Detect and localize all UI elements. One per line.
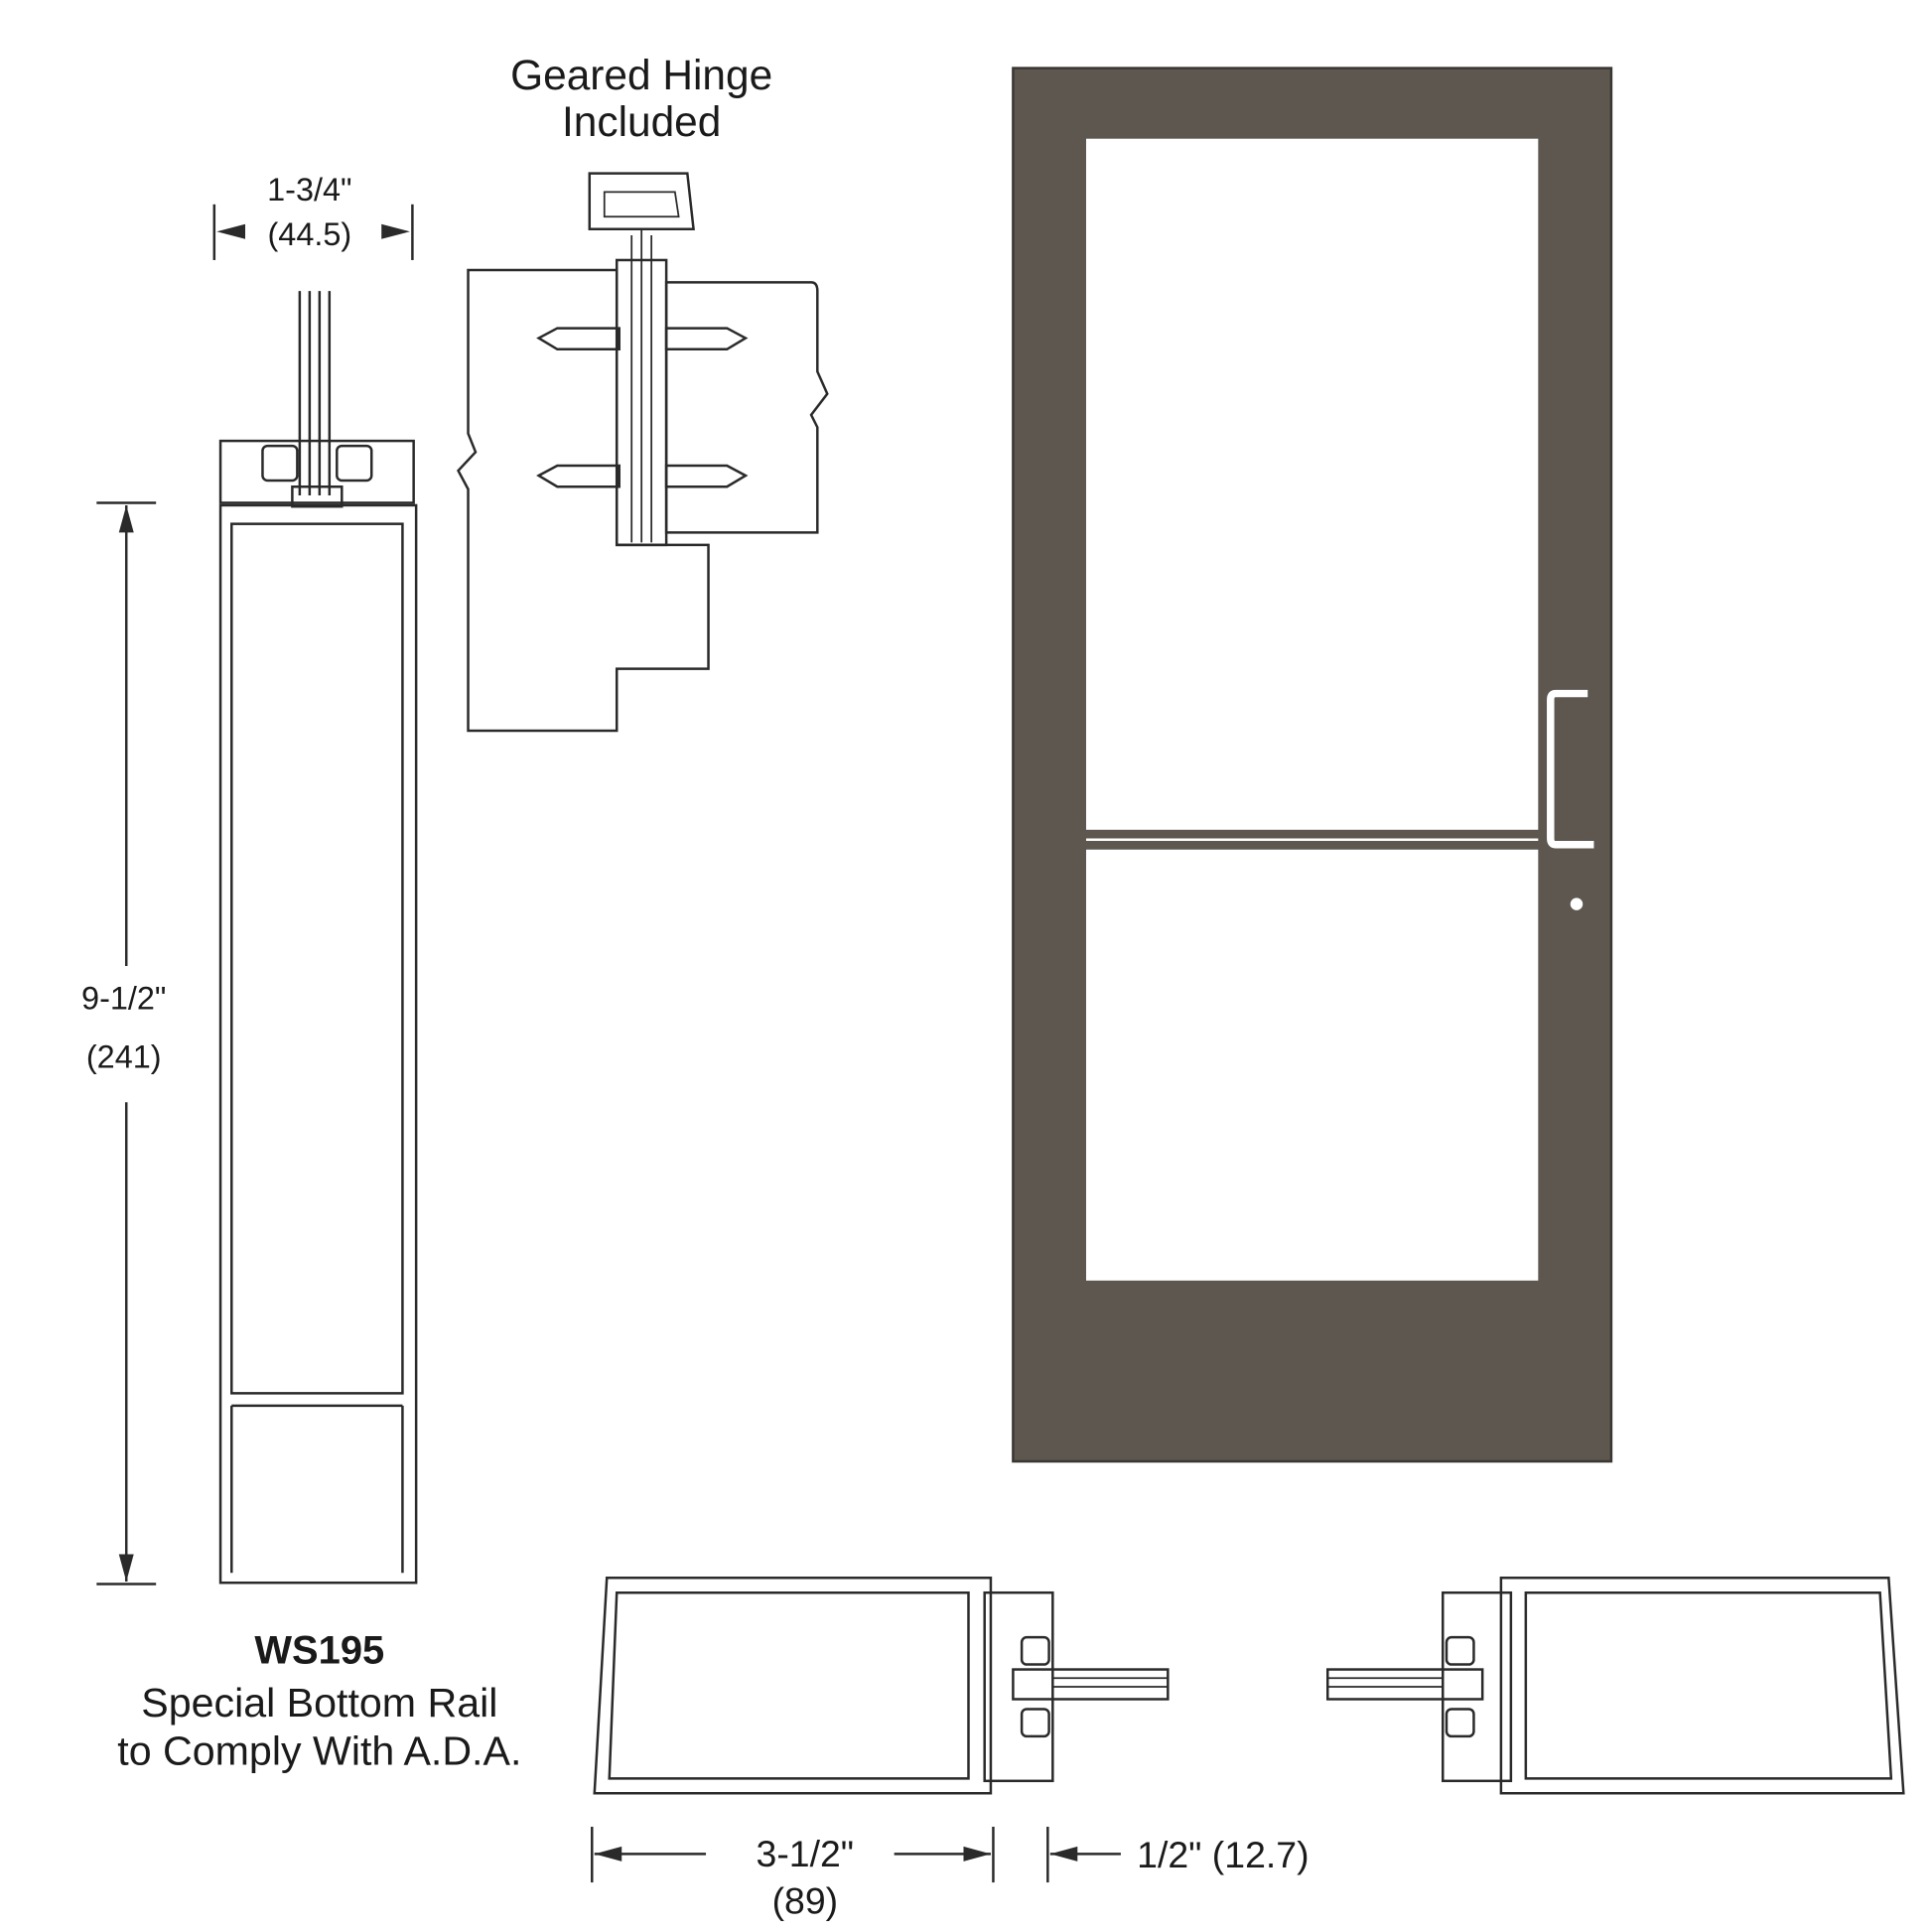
height-dim-imperial: 9-1/2"	[81, 981, 166, 1017]
lock-cylinder	[1570, 897, 1584, 910]
door-pull-handle	[1547, 689, 1594, 849]
caption-line2: to Comply With A.D.A.	[117, 1728, 521, 1774]
geared-hinge-detail	[457, 172, 829, 733]
model-number: WS195	[254, 1628, 384, 1672]
stile-dimension: 3-1/2" (89)	[591, 1826, 995, 1921]
lower-glass	[1086, 849, 1539, 1281]
top-dimension: 1-3/4" (44.5)	[212, 172, 414, 260]
hinge-title-line2: Included	[562, 98, 721, 145]
gap-dimension: 1/2" (12.7)	[1046, 1826, 1310, 1883]
hinge-title-line1: Geared Hinge	[510, 52, 772, 98]
top-dim-metric: (44.5)	[268, 216, 352, 252]
stile-plan-right	[1326, 1576, 1905, 1795]
gap-dim-label: 1/2" (12.7)	[1137, 1834, 1309, 1875]
top-dim-imperial: 1-3/4"	[267, 172, 351, 207]
door-elevation	[1012, 67, 1613, 1463]
stile-dim-metric: (89)	[772, 1879, 839, 1921]
caption-line1: Special Bottom Rail	[141, 1680, 497, 1725]
stile-dim-imperial: 3-1/2"	[757, 1833, 855, 1874]
stile-plan-left	[593, 1576, 1170, 1795]
height-dimension: 9-1/2" (241)	[81, 501, 166, 1586]
height-dim-metric: (241)	[86, 1038, 162, 1074]
bottom-rail-section	[218, 291, 418, 1585]
upper-glass	[1086, 138, 1539, 830]
